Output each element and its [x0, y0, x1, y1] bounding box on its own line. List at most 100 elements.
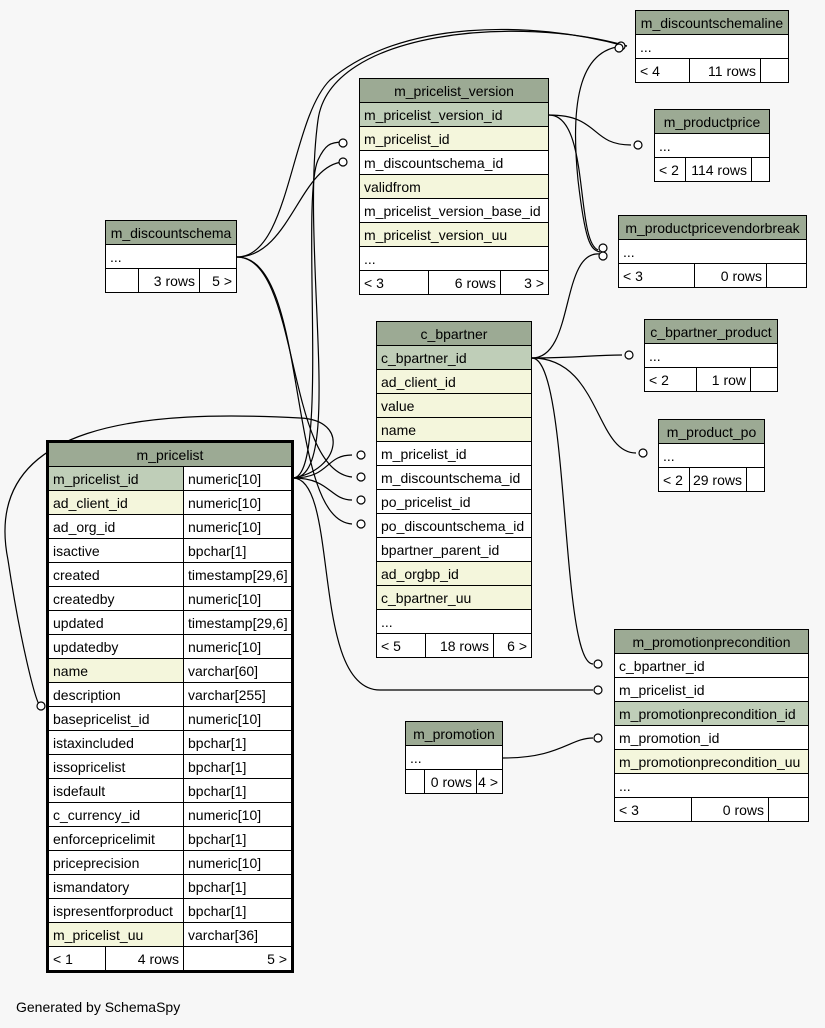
column-name: po_pricelist_id	[381, 493, 471, 510]
table-m-promotion[interactable]: m_promotion ... 0 rows 4 >	[405, 721, 503, 794]
table-m-productprice[interactable]: m_productprice ... < 2 114 rows	[654, 109, 770, 182]
edge-end-circle	[338, 138, 348, 148]
edge-end-circle	[356, 495, 366, 505]
row-ellipsis: ...	[659, 137, 671, 154]
column-name: name	[49, 659, 183, 682]
column-name: m_pricelist_id	[49, 467, 183, 490]
column-name: ad_orgbp_id	[381, 565, 459, 582]
parents-count: < 3	[619, 801, 639, 818]
edge-end-circle	[598, 243, 608, 253]
table-row: value	[377, 393, 531, 417]
table-title: c_bpartner_product	[645, 320, 777, 343]
row-count: 0 rows	[691, 798, 768, 821]
row-count: 6 rows	[428, 271, 500, 294]
parents-count: < 4	[640, 62, 660, 79]
table-m-discountschema[interactable]: m_discountschema ... 3 rows 5 >	[105, 220, 237, 293]
column-type: bpchar[1]	[183, 731, 291, 754]
edge-end-circle	[338, 157, 348, 167]
table-footer: < 5 18 rows 6 >	[377, 633, 531, 657]
column-name: m_pricelist_version_base_id	[364, 202, 541, 219]
table-row: name	[377, 417, 531, 441]
column-type: bpchar[1]	[183, 899, 291, 922]
column-name: validfrom	[364, 178, 421, 195]
table-row: m_discountschema_id	[360, 150, 548, 174]
row-ellipsis: ...	[663, 447, 675, 464]
table-row: po_discountschema_id	[377, 513, 531, 537]
edge-end-circle	[36, 701, 46, 711]
table-m-promotionprecondition[interactable]: m_promotionprecondition c_bpartner_id m_…	[614, 629, 809, 822]
table-m-productpricevendorbreak[interactable]: m_productpricevendorbreak ... < 3 0 rows	[618, 215, 807, 288]
column-name: isdefault	[53, 782, 106, 799]
table-footer: < 3 6 rows 3 >	[360, 270, 548, 294]
edge-end-circle	[614, 43, 624, 53]
column-name: isactive	[53, 542, 100, 559]
column-name: m_pricelist_id	[381, 445, 467, 462]
edge-end-circle	[638, 448, 648, 458]
table-footer: < 2 29 rows	[659, 467, 764, 491]
table-title-text: m_productpricevendorbreak	[625, 219, 800, 236]
edge-pricelist-promoprecond	[292, 477, 593, 691]
row-ellipsis: ...	[623, 243, 635, 260]
table-footer: < 3 0 rows	[619, 263, 806, 287]
table-c-bpartner-product[interactable]: c_bpartner_product ... < 2 1 row	[644, 319, 778, 392]
row-count: 4 rows	[105, 947, 183, 970]
column-name: ismandatory	[53, 878, 130, 895]
column-type: numeric[10]	[183, 707, 291, 730]
table-title: m_product_po	[659, 420, 764, 443]
column-name: m_pricelist_id	[619, 681, 705, 698]
children-count	[750, 368, 777, 391]
table-title-text: m_pricelist_version	[394, 82, 514, 99]
table-title-text: m_pricelist	[136, 446, 204, 463]
table-title: c_bpartner	[377, 322, 531, 345]
table-title-text: c_bpartner_product	[650, 323, 772, 340]
table-title-text: c_bpartner	[420, 325, 488, 342]
children-count: 6 >	[493, 634, 531, 657]
column-type: numeric[10]	[183, 587, 291, 610]
table-row: m_pricelist_id	[615, 677, 808, 701]
column-name: updated	[53, 614, 104, 631]
table-m-product-po[interactable]: m_product_po ... < 2 29 rows	[658, 419, 765, 492]
edge-end-circle	[593, 685, 603, 695]
table-row: ...	[645, 343, 777, 367]
column-type: numeric[10]	[183, 635, 291, 658]
table-footer: 0 rows 4 >	[406, 769, 502, 793]
column-type: timestamp[29,6]	[183, 563, 291, 586]
column-type: bpchar[1]	[183, 827, 291, 850]
parents-count: < 2	[649, 371, 669, 388]
table-m-discountschemaline[interactable]: m_discountschemaline ... < 4 11 rows	[635, 10, 789, 83]
children-count: 4 >	[476, 770, 502, 793]
row-ellipsis: ...	[640, 38, 652, 55]
children-count: 5 >	[183, 947, 291, 970]
children-count	[766, 264, 806, 287]
table-row: m_discountschema_id	[377, 465, 531, 489]
children-count	[760, 59, 788, 82]
table-c-bpartner[interactable]: c_bpartner c_bpartner_id ad_client_id va…	[376, 321, 532, 658]
table-row: m_pricelist_version_id	[360, 102, 548, 126]
table-title: m_pricelist_version	[360, 79, 548, 102]
table-row: ...	[619, 239, 806, 263]
row-count: 29 rows	[689, 468, 746, 491]
row-count: 1 row	[696, 368, 750, 391]
edge-end-circle	[356, 450, 366, 460]
column-name: bpartner_parent_id	[381, 541, 500, 558]
table-title: m_pricelist	[49, 443, 291, 466]
table-m-pricelist-version[interactable]: m_pricelist_version m_pricelist_version_…	[359, 78, 549, 295]
edge-bp-productpo	[531, 357, 637, 454]
edge-discountschema-discountschemaline	[236, 28, 626, 258]
column-type: numeric[10]	[183, 515, 291, 538]
column-type: varchar[36]	[183, 923, 291, 946]
column-name: m_discountschema_id	[364, 154, 504, 171]
edge-dsl-ppvb	[574, 45, 628, 253]
column-name: c_currency_id	[53, 806, 141, 823]
